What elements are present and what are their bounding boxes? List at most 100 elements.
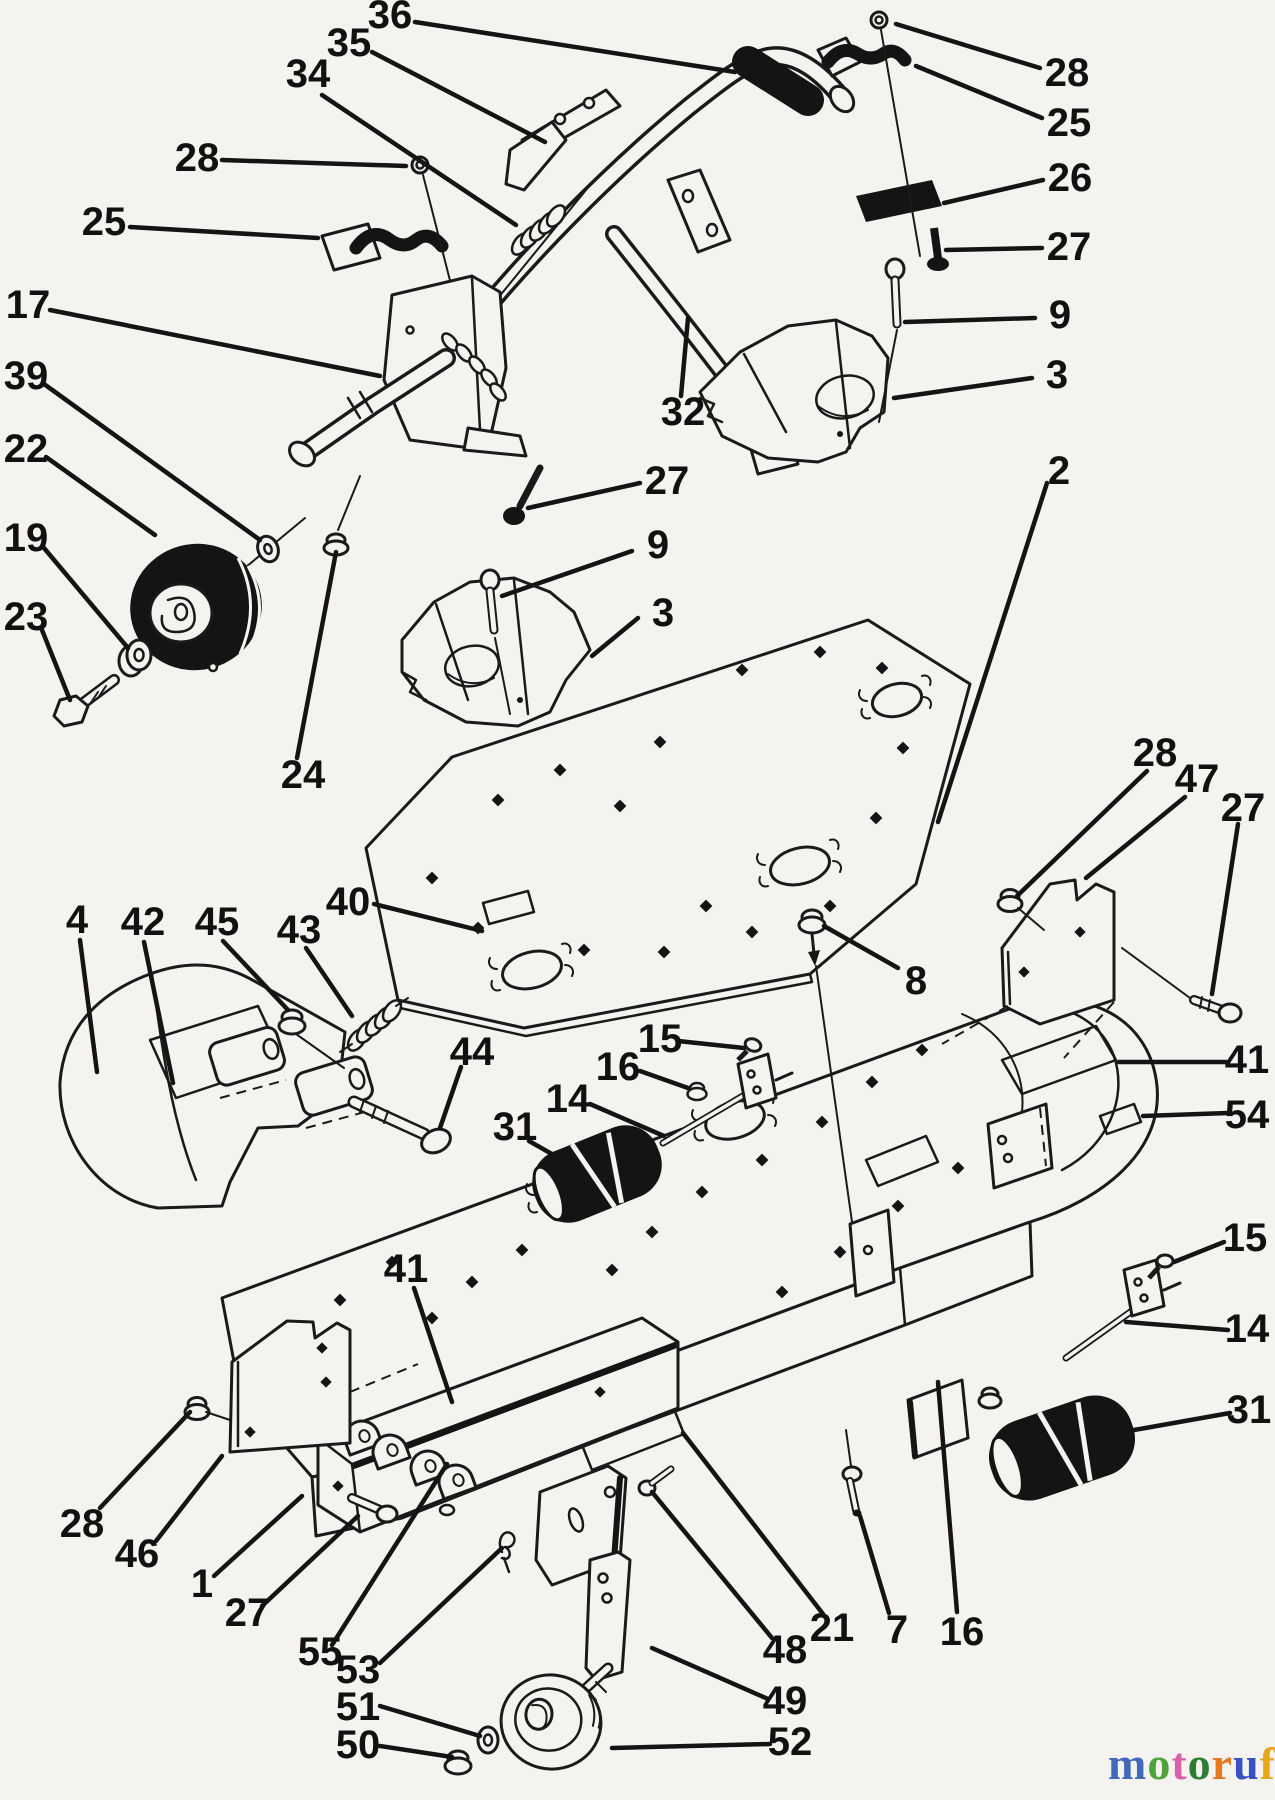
belt-shield — [58, 963, 347, 1210]
deck-reinforcement-plate — [364, 618, 972, 1038]
lift-bracket — [986, 1102, 1054, 1190]
callout-52: 52 — [768, 1720, 813, 1764]
callouts: 3635342825173922192324282526279332279322… — [4, 0, 1272, 1767]
belt-covers — [400, 257, 906, 728]
leader-line-46 — [153, 1453, 225, 1544]
leader-line-3 — [891, 375, 1035, 401]
skid-plates — [183, 878, 1243, 1454]
leader-line-21 — [680, 1430, 826, 1617]
callout-8: 8 — [905, 959, 927, 1003]
belt-cover-left — [400, 576, 592, 728]
leader-line-14 — [1123, 1319, 1231, 1333]
deck-decal — [1000, 1024, 1118, 1096]
leader-line-55 — [329, 1461, 450, 1648]
leader-line-27 — [259, 1513, 361, 1609]
compression-spring — [510, 204, 567, 256]
callout-1: 1 — [191, 1562, 213, 1606]
leader-line-25 — [913, 63, 1045, 121]
callout-31: 31 — [493, 1105, 538, 1149]
callout-28: 28 — [1045, 51, 1090, 95]
callout-40: 40 — [326, 880, 371, 924]
height-adjust-bracket — [287, 274, 528, 557]
leader-line-36 — [412, 19, 738, 75]
leader-line-31 — [526, 1138, 569, 1165]
hanger-bracket-channel — [316, 1316, 680, 1534]
leader-line-16 — [637, 1068, 691, 1091]
callout-54: 54 — [1225, 1093, 1270, 1137]
leader-line-1 — [211, 1493, 305, 1579]
callout-14: 14 — [1225, 1307, 1270, 1351]
callout-41: 41 — [1225, 1038, 1270, 1082]
callout-17: 17 — [6, 283, 51, 327]
leader-line-8 — [821, 923, 901, 971]
leader-line-27 — [943, 245, 1045, 253]
leader-line-34 — [319, 92, 519, 228]
callout-32: 32 — [661, 390, 706, 434]
hardware-axis-lines — [815, 965, 853, 1223]
leader-line-28 — [97, 1409, 193, 1511]
leader-line-44 — [437, 1064, 464, 1131]
watermark-letter: t — [1171, 1738, 1188, 1789]
bolt-head — [1155, 1253, 1175, 1269]
gauge-wheel-assembly — [443, 1429, 863, 1776]
leader-line-9 — [499, 548, 635, 599]
belt-shield-assembly — [58, 963, 452, 1210]
wheel-arm — [584, 1550, 632, 1682]
callout-27: 27 — [225, 1591, 270, 1635]
leader-line-7 — [857, 1513, 892, 1616]
leader-line-50 — [377, 1743, 455, 1760]
clamp-strap-right — [821, 43, 912, 69]
leader-line-24 — [294, 549, 339, 761]
leader-line-26 — [941, 177, 1046, 206]
rod-bracket — [736, 1052, 778, 1110]
leader-line-2 — [935, 480, 1050, 825]
leader-line-19 — [41, 545, 131, 651]
leader-line-45 — [220, 938, 291, 1013]
leader-line-17 — [47, 307, 383, 379]
leader-line-32 — [678, 315, 691, 399]
watermark-letter: u — [1233, 1738, 1260, 1789]
washer — [476, 1725, 500, 1755]
leader-line-31 — [1131, 1410, 1233, 1433]
deck-decal-54 — [1098, 1102, 1143, 1136]
leader-line-22 — [43, 454, 158, 538]
hex-bolt-head — [1217, 1002, 1243, 1024]
leader-line-52 — [609, 1741, 773, 1751]
leader-line-9 — [902, 315, 1038, 325]
bolt-head — [927, 257, 949, 271]
callout-39: 39 — [4, 354, 49, 398]
decal — [481, 889, 536, 926]
bolt-head — [375, 1504, 399, 1524]
callout-53: 53 — [336, 1648, 381, 1692]
callout-26: 26 — [1048, 156, 1093, 200]
watermark-letter: m — [1108, 1738, 1148, 1789]
roller-right — [988, 1395, 1136, 1501]
leader-line-43 — [303, 945, 355, 1019]
callout-7: 7 — [886, 1608, 908, 1652]
callout-28: 28 — [1133, 731, 1178, 775]
callout-22: 22 — [4, 427, 49, 471]
leader-line-40 — [371, 901, 485, 934]
handlebar-assembly — [320, 10, 949, 476]
spacer-washer — [256, 534, 280, 564]
callout-2: 2 — [1048, 449, 1070, 493]
callout-46: 46 — [115, 1532, 160, 1576]
leader-line-41 — [411, 1285, 455, 1405]
callout-3: 3 — [652, 591, 674, 635]
hex-bolt-head — [420, 1127, 452, 1155]
leader-line-53 — [377, 1545, 505, 1666]
rubber-bumpers — [343, 1419, 478, 1501]
bolt-hex-head — [52, 694, 90, 728]
leader-line-35 — [369, 49, 548, 145]
callout-55: 55 — [298, 1630, 343, 1674]
watermark-letter: o — [1187, 1738, 1212, 1789]
callout-47: 47 — [1175, 757, 1220, 801]
callout-28: 28 — [60, 1502, 105, 1546]
leader-line-3 — [589, 615, 641, 659]
callout-21: 21 — [810, 1606, 855, 1650]
callout-9: 9 — [647, 523, 669, 567]
callout-14: 14 — [546, 1077, 591, 1121]
leader-line-42 — [141, 939, 176, 1086]
